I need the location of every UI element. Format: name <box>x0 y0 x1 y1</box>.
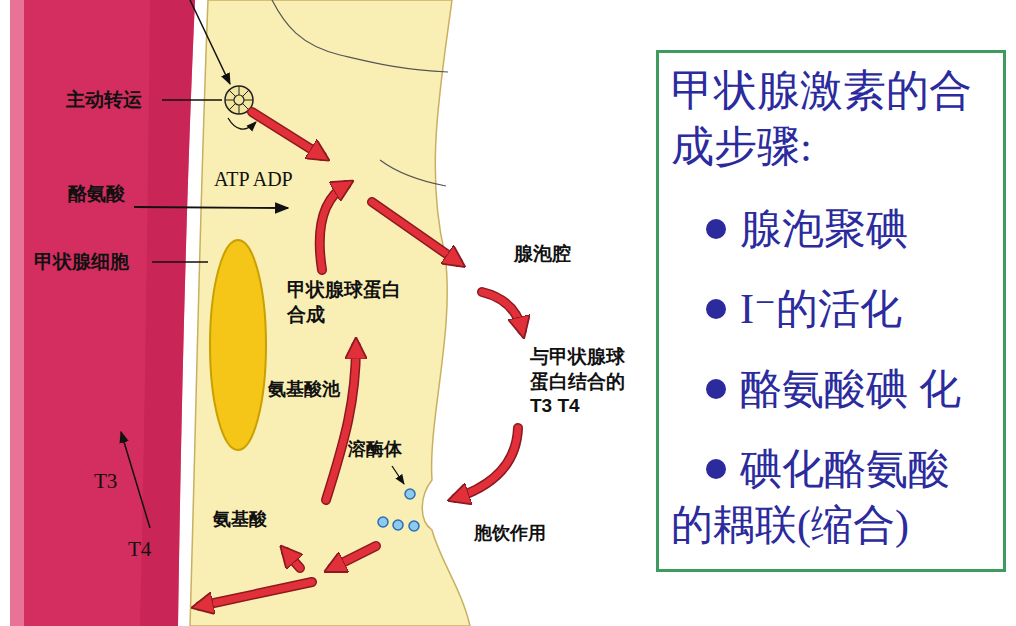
transporter-spoke <box>243 90 249 96</box>
bullet-item: 碘化酪氨酸的耦联(缩合) <box>671 441 991 553</box>
bullet-dot <box>706 379 726 399</box>
illustration-part <box>234 95 244 105</box>
illustration-part <box>252 112 322 156</box>
bullet-dot <box>706 459 726 479</box>
illustration-part <box>332 546 376 568</box>
illustration-part <box>320 185 346 270</box>
illustration-part <box>200 112 522 606</box>
part-label: 氨基酸池 <box>268 378 340 401</box>
lysosome-vesicles <box>378 489 419 531</box>
vessel-shade <box>140 0 195 626</box>
transporter-spoke <box>239 86 240 95</box>
part-label: 甲状腺细胞 <box>34 250 129 275</box>
part-label: 主动转运 <box>66 88 142 113</box>
illustration-part <box>482 292 522 330</box>
illustration-part <box>200 582 312 606</box>
atp-arrow <box>228 118 256 129</box>
illustration-part <box>405 489 415 499</box>
part-label: 氨基酸 <box>213 508 267 531</box>
leader-line <box>392 466 404 484</box>
pathway-arrows <box>200 112 522 606</box>
illustration-part <box>326 346 356 500</box>
blood-vessel <box>10 0 195 626</box>
leader-line <box>162 99 222 100</box>
cell-boundary <box>380 160 446 186</box>
part-label: ATP ADP <box>214 166 293 192</box>
illustration-part <box>372 202 458 262</box>
illustration-part <box>286 552 300 568</box>
steps-box: 甲状腺激素的合成步骤: 腺泡聚碘 I⁻的活化酪氨酸碘 化碘化酪氨酸的耦联(缩合) <box>656 50 1006 572</box>
bullet-item: 酪氨酸碘 化 <box>671 361 991 417</box>
transporter-spoke <box>229 90 235 96</box>
illustration-part <box>456 428 518 498</box>
step-text: 酪氨酸碘 化 <box>740 366 961 412</box>
leader-line <box>152 261 208 262</box>
bullet-dot <box>706 299 726 319</box>
transporter-spoke <box>243 104 249 110</box>
hormone-release-arrow <box>121 432 150 528</box>
tyrosine-arrow <box>134 207 288 208</box>
illustration-part <box>332 546 376 568</box>
transporter-spoke <box>244 100 253 101</box>
part-label: 胞饮作用 <box>474 522 546 545</box>
illustration-part <box>200 112 522 606</box>
bullet-item: I⁻的活化 <box>671 281 991 337</box>
pointer-arrow <box>190 0 230 84</box>
illustration-part <box>320 185 346 270</box>
illustration-part <box>252 112 322 156</box>
illustration-part <box>200 582 312 606</box>
illustration-part <box>456 428 518 498</box>
bullet-item: 腺泡聚碘 <box>671 201 991 257</box>
bullet-dot <box>706 219 726 239</box>
illustration-part <box>409 521 419 531</box>
transporter-spoke <box>229 104 235 110</box>
part-label: T3 <box>94 468 117 495</box>
transporter-spoke <box>239 105 240 114</box>
vessel-highlight <box>10 0 24 626</box>
illustration-part <box>326 346 356 500</box>
step-text: I⁻的活化 <box>740 286 902 332</box>
part-label: T4 <box>128 536 151 563</box>
step-text: 腺泡聚碘 <box>740 206 908 252</box>
illustration-part <box>372 202 458 262</box>
part-label: 甲状腺球蛋白合成 <box>287 278 411 327</box>
box-heading: 甲状腺激素的合成步骤: <box>671 63 991 175</box>
transporter-spoke <box>225 100 234 101</box>
part-label: 与甲状腺球蛋白结合的 T3 T4 <box>530 345 632 419</box>
part-label: 腺泡腔 <box>514 242 571 267</box>
illustration-part <box>393 520 403 530</box>
part-label: 溶酶体 <box>348 438 402 461</box>
illustration-part <box>378 517 388 527</box>
nucleus <box>210 240 266 450</box>
illustration-part <box>286 552 300 568</box>
thyroid-cell <box>190 0 470 626</box>
part-label: 酪氨酸 <box>68 182 125 207</box>
illustration-part <box>482 292 522 330</box>
cell-boundary <box>272 0 448 72</box>
